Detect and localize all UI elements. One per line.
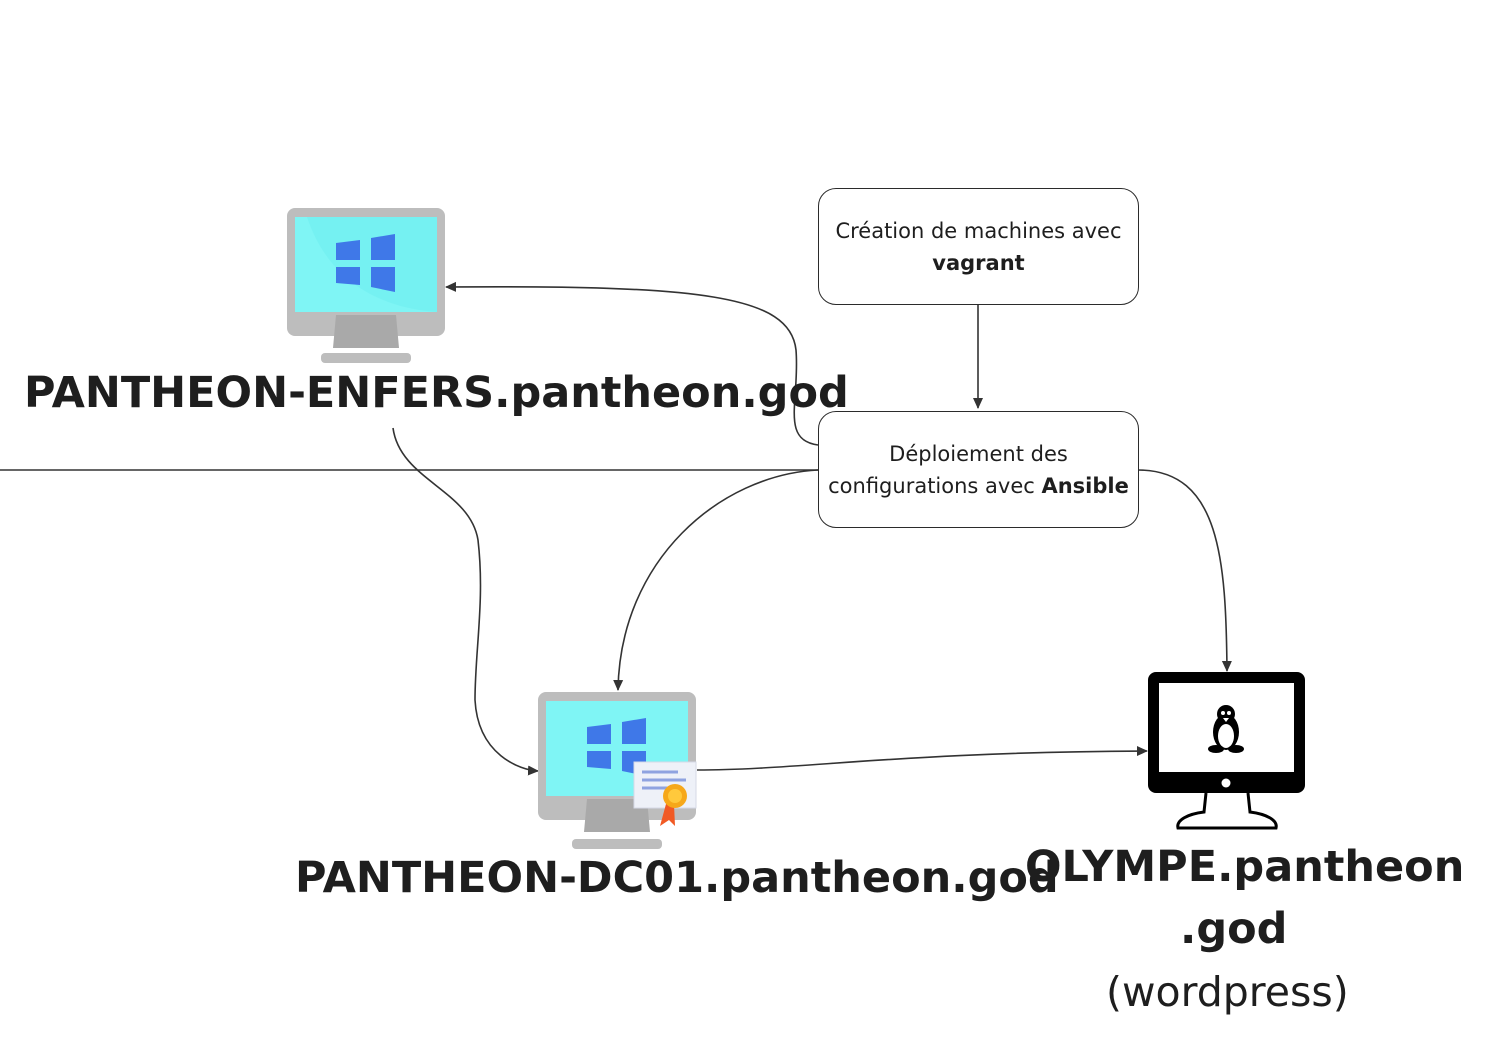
ansible-box-line1: Déploiement des [889, 441, 1068, 466]
windows-monitor-certificate-icon[interactable] [538, 692, 698, 852]
ansible-box-line2: configurations avec [828, 473, 1042, 498]
windows-monitor-icon[interactable] [287, 208, 445, 366]
edge-enfers-to-dc01 [392, 427, 539, 776]
penguin-icon [1208, 705, 1244, 753]
edge-ansible-to-olympe [1137, 469, 1232, 672]
enfers-label: PANTHEON-ENFERS.pantheon.god [24, 368, 849, 418]
edge-dc01-to-olympe [696, 746, 1148, 771]
vagrant-box-bold: vagrant [932, 250, 1025, 275]
olympe-sublabel: (wordpress) [1106, 968, 1349, 1016]
ansible-box[interactable]: Déploiement des configurations avec Ansi… [818, 411, 1139, 528]
vagrant-box-line1: Création de machines avec [835, 218, 1122, 243]
edge-ansible-to-enfers [445, 281, 819, 446]
dc01-label: PANTHEON-DC01.pantheon.god [295, 853, 1059, 903]
ansible-box-bold: Ansible [1041, 473, 1129, 498]
olympe-label-line1: OLYMPE.pantheon [1025, 842, 1465, 892]
vagrant-box[interactable]: Création de machines avec vagrant [818, 188, 1139, 305]
linux-monitor-icon[interactable] [1148, 672, 1306, 830]
olympe-label-line2: .god [1180, 904, 1288, 954]
edge-ansible-to-dc01 [613, 469, 819, 691]
